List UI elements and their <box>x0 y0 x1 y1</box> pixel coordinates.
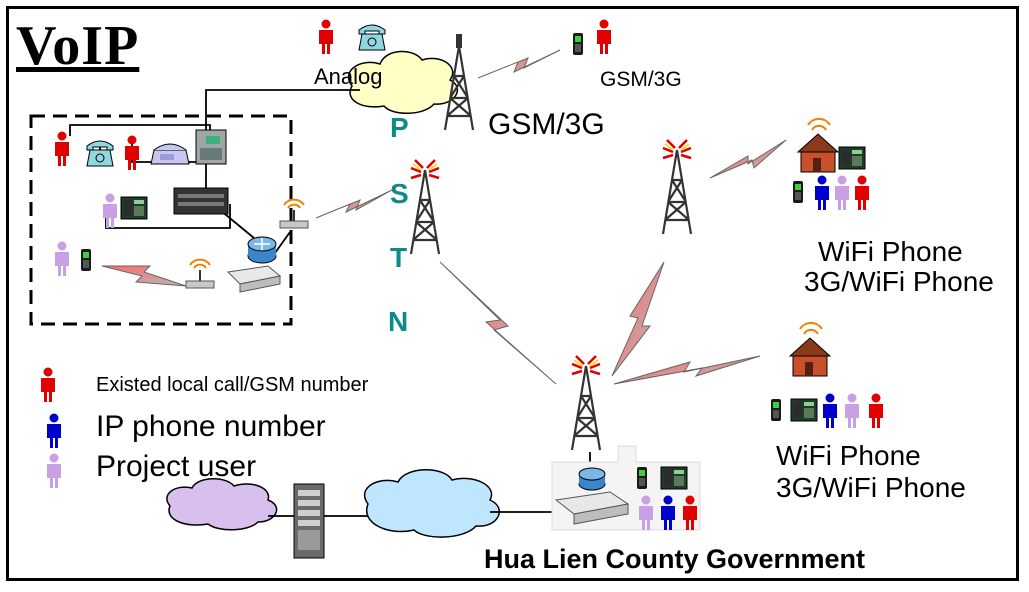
label-wifi-phone-upper: WiFi Phone <box>818 236 963 267</box>
ip-desk-phone-government-icon <box>660 466 688 490</box>
analog-phone-icon <box>358 24 386 51</box>
gateway-government-icon <box>554 467 630 525</box>
wifi-ap-office-icon <box>279 198 309 229</box>
ip-desk-phone-home-upper-icon <box>838 146 866 170</box>
user-red-home-upper <box>855 175 869 210</box>
label-government: Hua Lien County Government <box>484 544 866 574</box>
user-red-analog <box>319 19 333 54</box>
ip-desk-phone-home-lower-icon <box>790 398 818 422</box>
user-blue-home-lower <box>823 393 837 428</box>
diagram-title: VoIP <box>16 15 140 77</box>
label-3g-wifi-phone-lower: 3G/WiFi Phone <box>776 472 966 503</box>
mobile-home-lower-icon <box>771 399 781 421</box>
wifi-ap-office-2-icon <box>185 258 215 289</box>
home-upper-icon <box>797 117 839 173</box>
label-wifi-phone-lower: WiFi Phone <box>776 440 921 471</box>
legend-icon-purple <box>47 453 61 488</box>
wireless-links <box>101 49 787 385</box>
label-3g-wifi-phone-upper: 3G/WiFi Phone <box>804 266 994 297</box>
cell-tower-government <box>570 354 602 452</box>
analog-phone-office-icon <box>86 140 114 167</box>
ip-pbx-switch-icon <box>173 187 229 215</box>
label-gsm-top: GSM/3G <box>600 68 682 91</box>
user-red-gsm <box>597 19 611 54</box>
pstn-letter-n: N <box>388 306 409 337</box>
pstn-cloud <box>347 50 458 114</box>
user-purple-home-upper <box>835 175 849 210</box>
mobile-phone-office-icon <box>81 249 91 271</box>
pstn-letter-s: S <box>390 178 409 209</box>
internet-cloud-center <box>363 469 501 538</box>
gsm-tower-top <box>443 34 475 132</box>
gateway-box-icon <box>226 265 282 293</box>
pstn-letter-p: P <box>390 112 409 143</box>
mobile-phone-icon <box>573 33 583 55</box>
pstn-letter-t: T <box>390 242 408 273</box>
legend-icon-blue <box>47 413 61 448</box>
user-red-office-1 <box>55 131 69 166</box>
fax-phone-icon <box>150 143 190 165</box>
diagram-frame <box>6 6 1019 581</box>
legend-label-ip-phone: IP phone number <box>96 410 326 443</box>
user-red-home-lower <box>869 393 883 428</box>
mobile-government-icon <box>637 467 647 489</box>
user-blue-home-upper <box>815 175 829 210</box>
pbx-icon <box>195 129 227 165</box>
label-analog: Analog <box>314 64 383 89</box>
cell-tower-right <box>661 138 693 236</box>
home-lower-icon <box>789 321 831 377</box>
mobile-home-upper-icon <box>793 181 803 203</box>
router-icon <box>247 236 277 264</box>
legend-icon-red <box>41 367 55 402</box>
internet-cloud-left <box>166 478 278 531</box>
server-rack-icon <box>293 483 325 559</box>
user-purple-mobile <box>55 241 69 276</box>
enterprise-box <box>29 114 293 326</box>
user-purple-home-lower <box>845 393 859 428</box>
ip-desk-phone-office-icon <box>120 196 148 220</box>
cell-tower-pstn <box>409 158 441 256</box>
label-gsm-mid: GSM/3G <box>488 108 605 141</box>
user-red-office-2 <box>125 135 139 170</box>
legend-label-existed: Existed local call/GSM number <box>96 374 369 396</box>
legend-label-project-user: Project user <box>96 450 257 483</box>
